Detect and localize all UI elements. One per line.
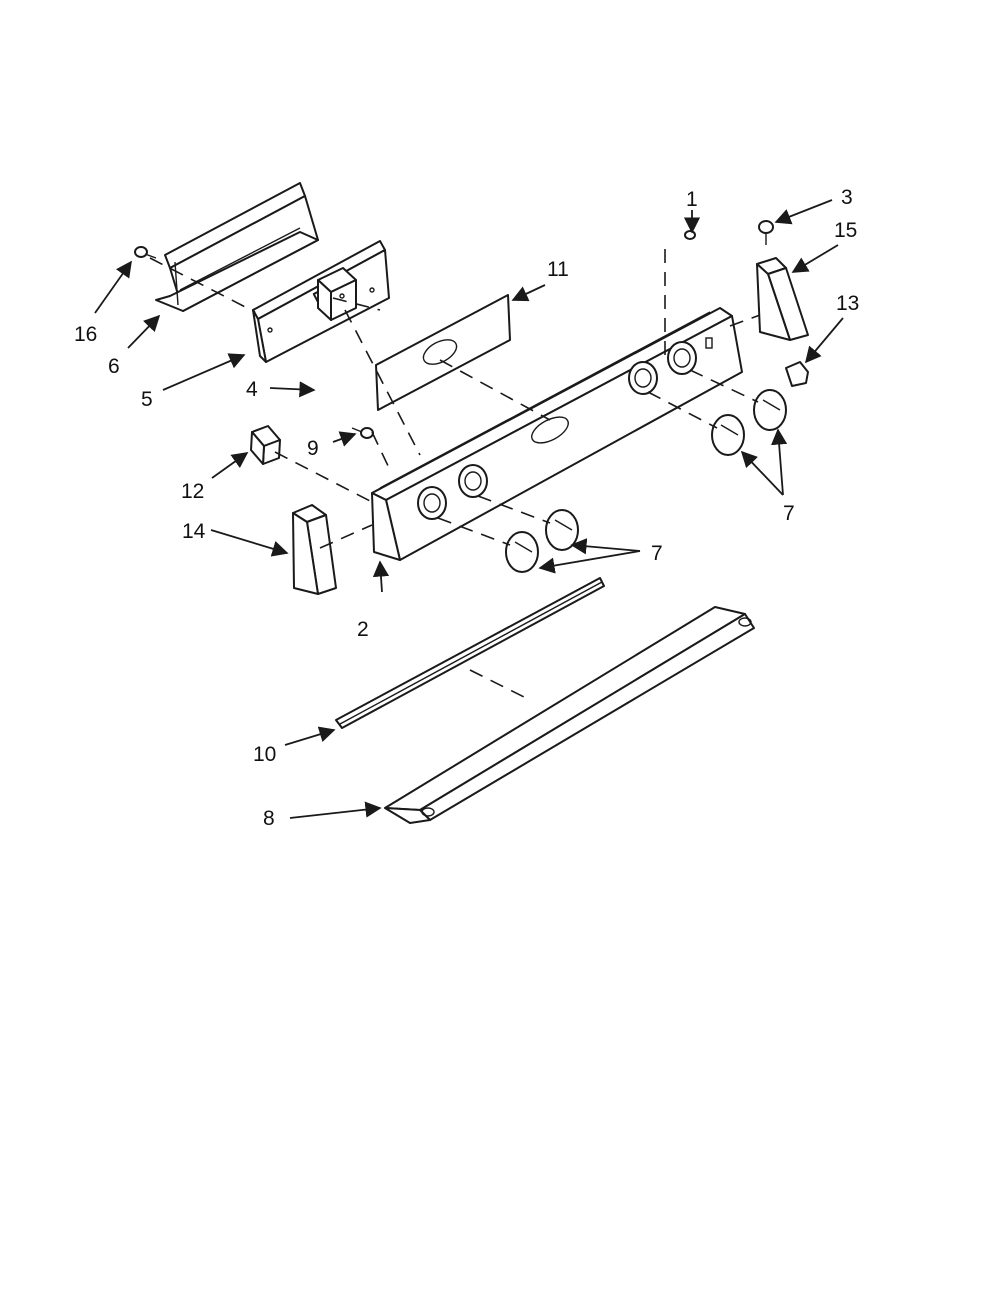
callout-1: 1: [686, 188, 698, 211]
callout-13: 13: [836, 292, 859, 315]
knob: [505, 531, 539, 573]
callout-labels: 1 2 3 4 5 6 7 7 8 9 10 11 12 13 14 15 16: [74, 186, 859, 830]
callout-6: 6: [108, 355, 120, 378]
callout-9: 9: [307, 437, 319, 460]
part-15-end-cap: [756, 257, 809, 341]
callout-10: 10: [253, 743, 276, 766]
part-3-screw: [758, 220, 774, 245]
part-8-trim: [384, 606, 755, 824]
part-9-screw: [351, 427, 374, 439]
part-10-rail: [335, 577, 605, 729]
callout-16: 16: [74, 323, 97, 346]
leader-arrows: [94, 199, 844, 819]
part-12-terminal: [250, 425, 281, 465]
callout-8: 8: [263, 807, 275, 830]
part-14-end-cap: [292, 504, 337, 595]
assembly-lines: [149, 249, 761, 701]
part-1-screw: [684, 230, 696, 240]
callout-5: 5: [141, 388, 153, 411]
knob: [753, 389, 787, 431]
callout-7-left: 7: [651, 542, 663, 565]
callout-14: 14: [182, 520, 206, 543]
callout-11: 11: [547, 258, 569, 281]
callout-12: 12: [181, 480, 204, 503]
knob: [545, 509, 579, 551]
callout-4: 4: [246, 378, 258, 401]
part-16-screw: [134, 246, 157, 259]
callout-2: 2: [357, 618, 369, 641]
part-6-bracket: [155, 182, 319, 312]
part-11-overlay: [375, 294, 511, 411]
part-2-console: [371, 307, 743, 561]
callout-7-right: 7: [783, 502, 795, 525]
part-7-knobs: [505, 389, 787, 573]
callout-3: 3: [841, 186, 853, 209]
knob: [711, 414, 745, 456]
callout-15: 15: [834, 219, 857, 242]
part-13-clip: [785, 361, 809, 387]
